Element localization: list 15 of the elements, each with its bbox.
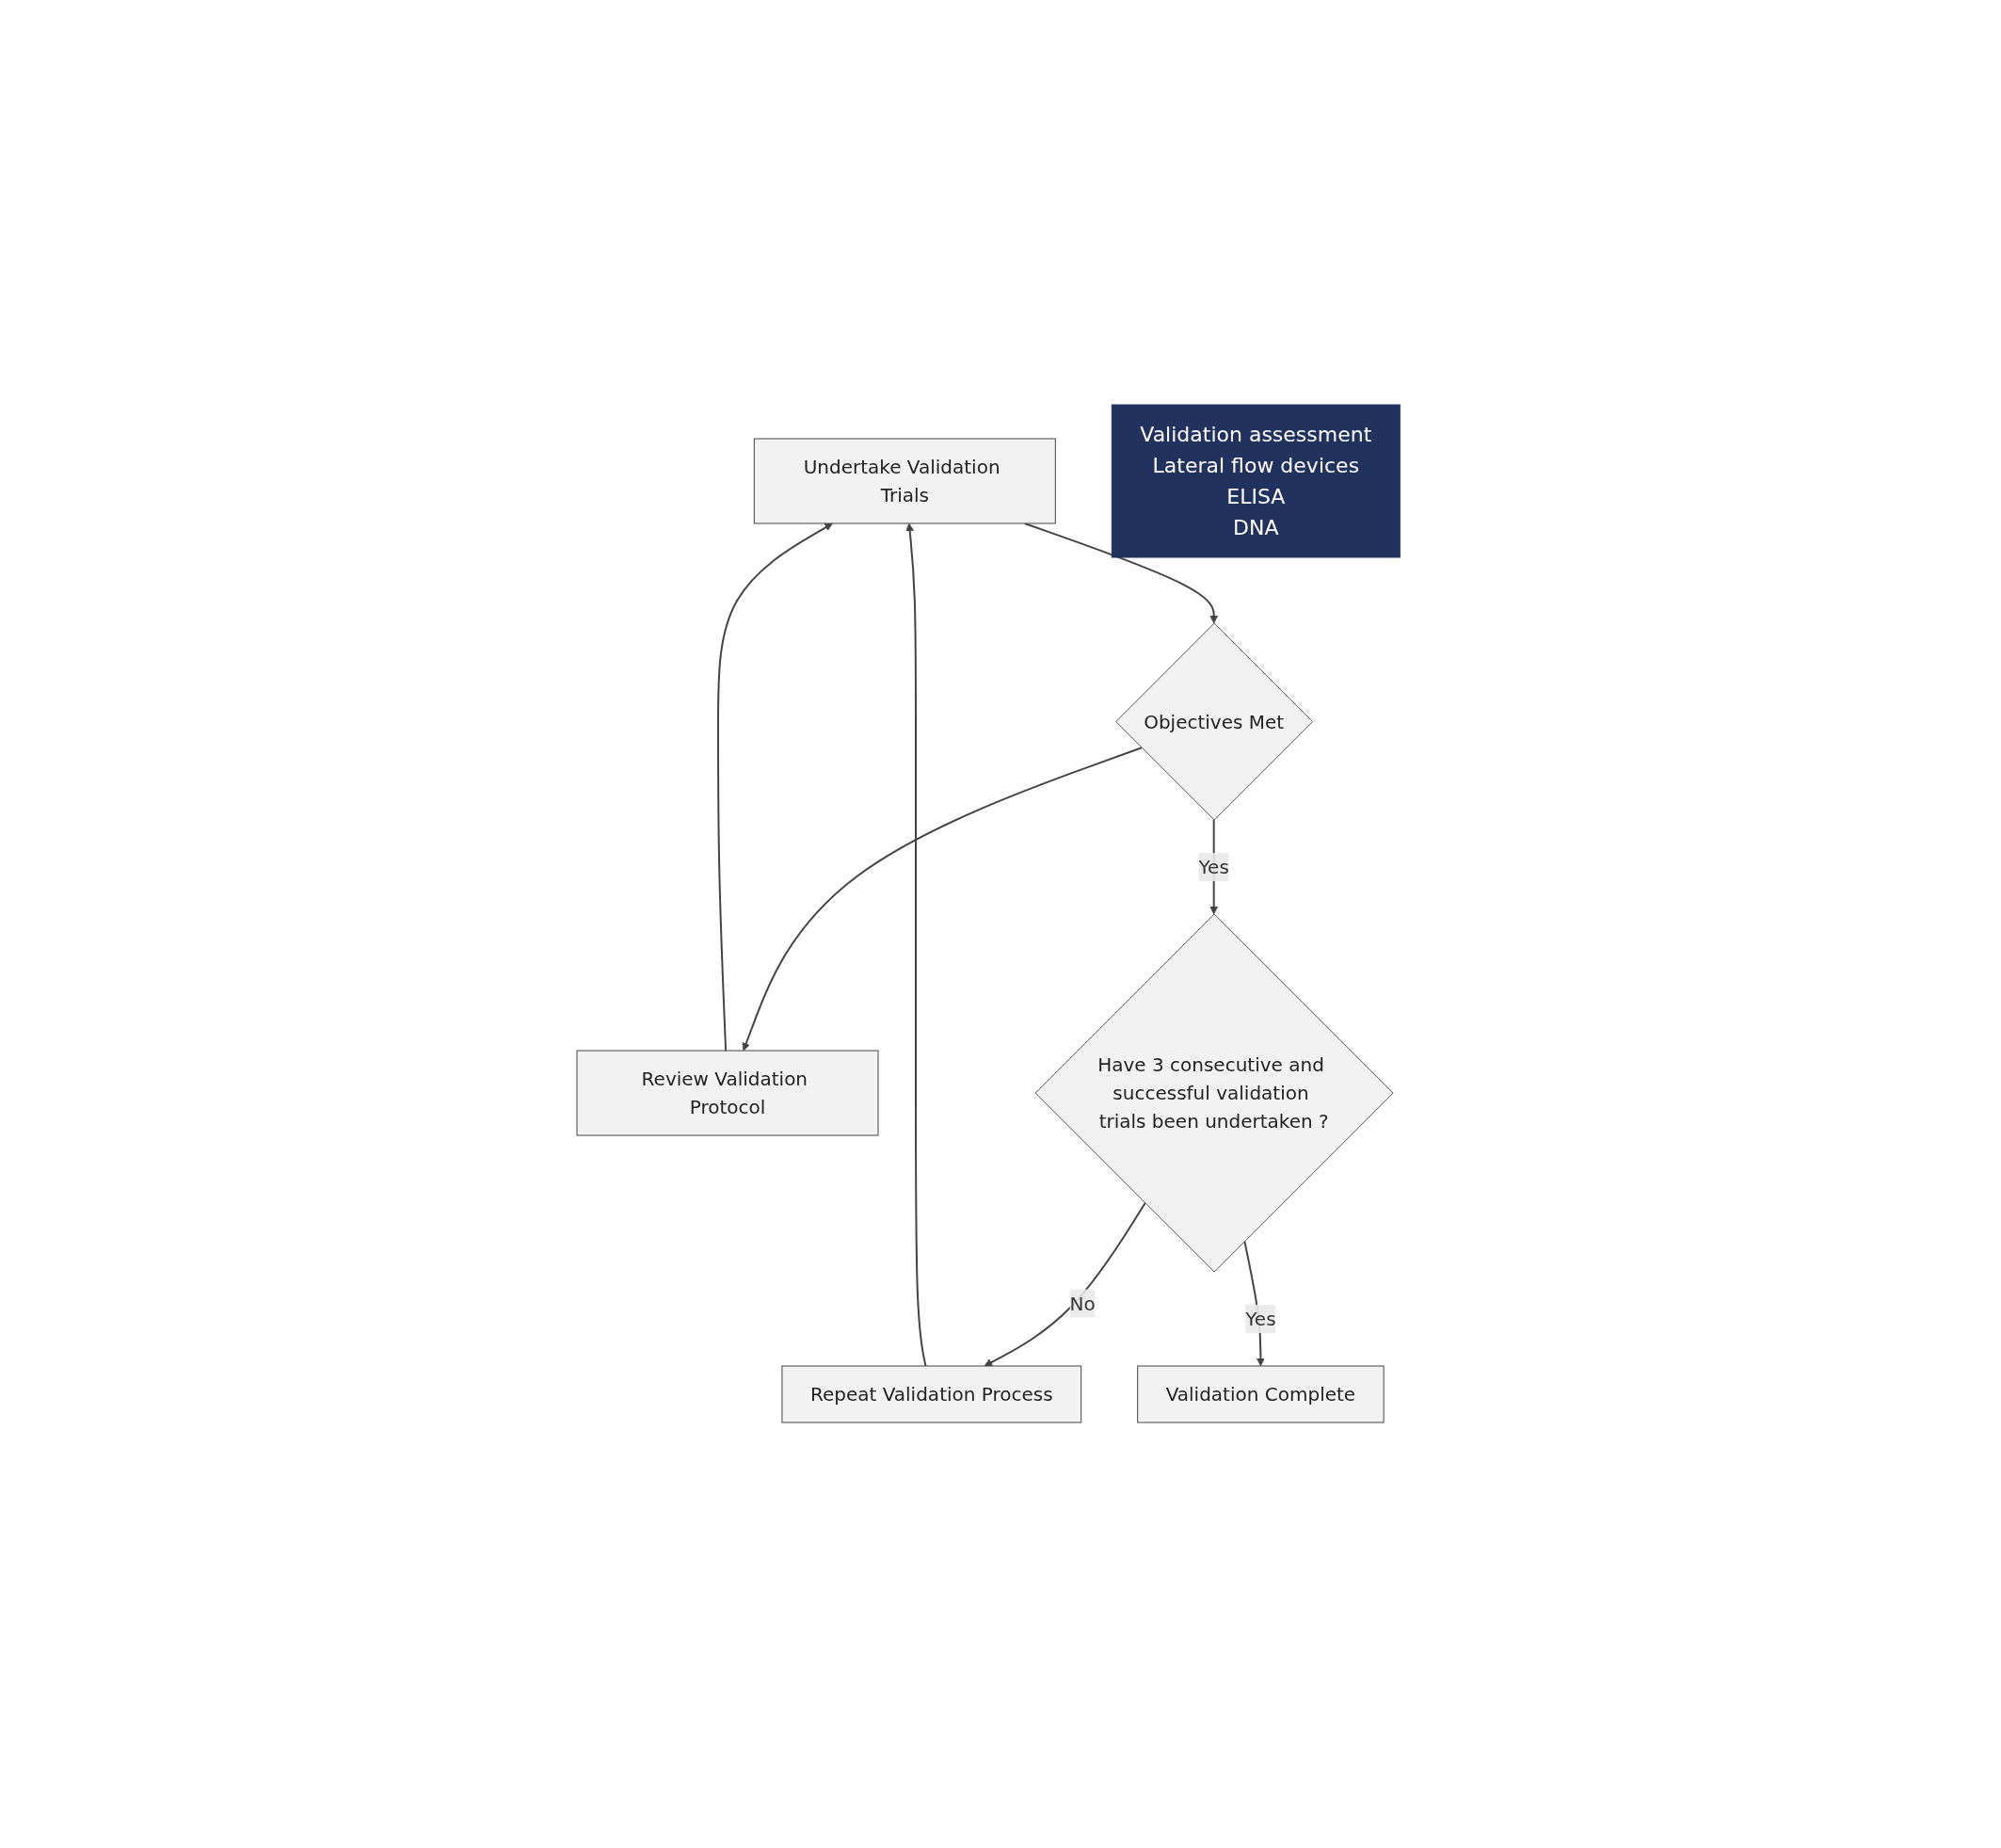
edge-label: Yes [1245, 1307, 1276, 1330]
node-box: Review Validation Protocol [576, 1050, 879, 1135]
node-box: Undertake Validation Trials [753, 438, 1056, 523]
arrow [905, 522, 927, 1367]
arrow [716, 522, 833, 1052]
edge-label: Yes [1198, 855, 1229, 878]
node-box: Repeat Validation Process [781, 1365, 1081, 1422]
edge-label: No [1069, 1292, 1096, 1315]
arrow [742, 746, 1143, 1051]
arrow [1023, 522, 1218, 623]
node-diamond: Objectives Met [1115, 622, 1313, 820]
arrow [984, 1201, 1146, 1366]
node-box: Validation assessment Lateral flow devices ELISA DNA [1111, 404, 1401, 557]
node-box: Validation Complete [1137, 1365, 1385, 1422]
node-diamond: Have 3 consecutive and successful validation trials been undertaken ? [1034, 913, 1394, 1272]
